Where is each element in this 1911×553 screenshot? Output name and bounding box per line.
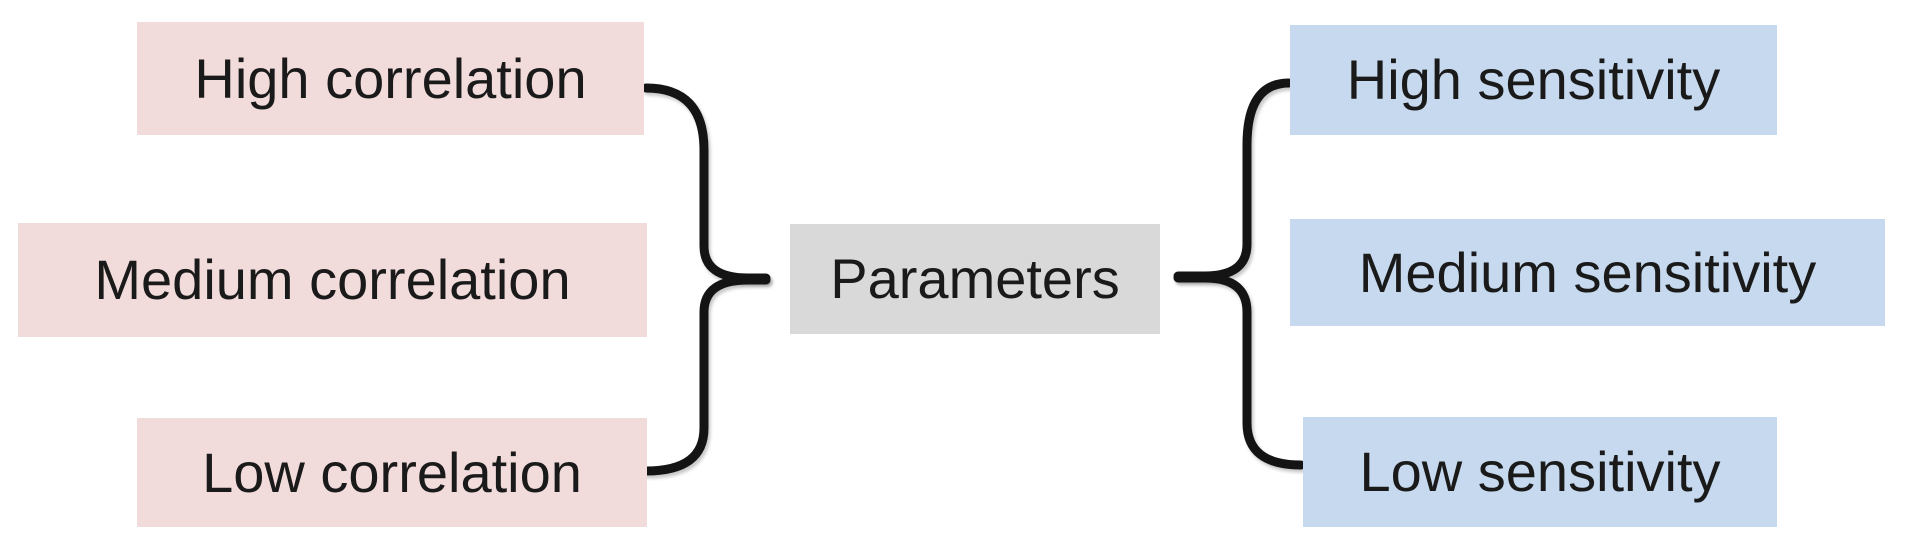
node-high-sensitivity: High sensitivity	[1290, 25, 1777, 135]
node-medium-correlation: Medium correlation	[18, 223, 647, 337]
left-curly-brace	[641, 83, 771, 476]
node-medium-sensitivity: Medium sensitivity	[1290, 219, 1885, 326]
node-parameters: Parameters	[790, 224, 1160, 334]
right-curly-brace	[1173, 78, 1306, 470]
node-low-sensitivity: Low sensitivity	[1303, 417, 1777, 527]
node-low-correlation: Low correlation	[137, 418, 647, 527]
node-high-correlation: High correlation	[137, 22, 644, 135]
